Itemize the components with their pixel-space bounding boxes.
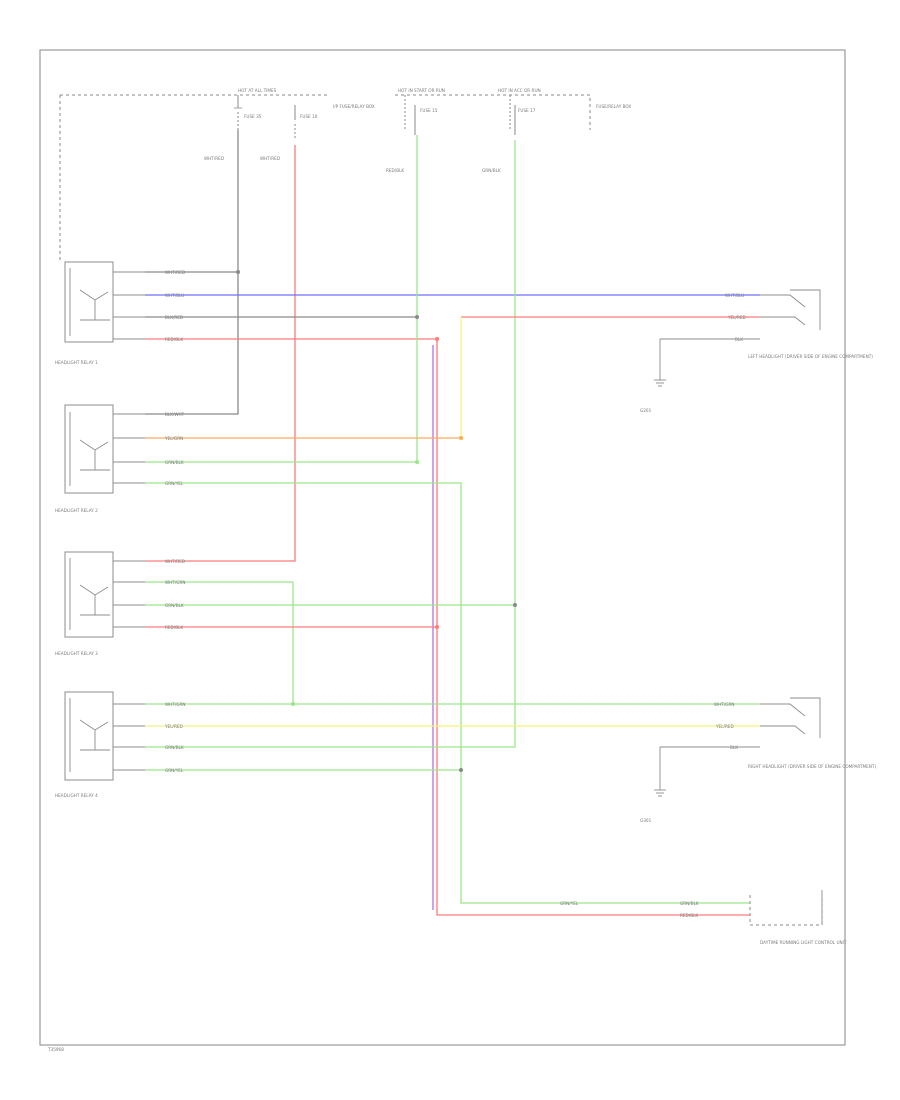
wire-label-drl-1: GRN/YEL — [560, 901, 579, 906]
fuse-label-15: FUSE 15 — [420, 108, 438, 113]
wire-label-drl-3: RED/BLK — [680, 913, 698, 918]
drl-control-unit-label: DAYTIME RUNNING LIGHT CONTROL UNIT — [760, 940, 847, 945]
headlight-relay-3 — [64, 551, 145, 638]
fuse-17-symbol — [509, 95, 516, 135]
wire-label-lh-1: WHT/BLU — [725, 293, 744, 298]
wire-label-r4-1: WHT/GRN — [165, 702, 186, 707]
wire-label-r2-3: GRN/BLK — [165, 460, 184, 465]
headlight-relay-4 — [64, 691, 145, 781]
wire-label-rh-3: BLK — [730, 745, 738, 750]
wire-label-r3-0: WHT/RED — [165, 559, 185, 564]
fuse-box-label-ip: I/P FUSE/RELAY BOX — [333, 104, 375, 109]
diagram-id: T35968 — [47, 1047, 64, 1052]
power-source-label-1: HOT AT ALL TIMES — [238, 88, 277, 93]
diagram-border — [39, 49, 846, 1046]
wire-label-r2-4: GRN/YEL — [165, 481, 184, 486]
wire-label-r3-2: GRN/BLK — [165, 603, 184, 608]
wire-label-top-4: GRN/BLK — [482, 168, 501, 173]
headlight-relay-1 — [64, 261, 145, 343]
wire-label-r2-2: YEL/GRN — [164, 436, 183, 441]
wire-label-r4-4: GRN/YEL — [165, 768, 184, 773]
wire-label-lh-3: BLK — [735, 337, 743, 342]
wire-label-r1-3: BLK/RED — [165, 315, 183, 320]
wire-label-r1-4: RED/BLK — [165, 337, 183, 342]
wire-label-r3-1: WHT/GRN — [165, 580, 186, 585]
ground-g301-label: G301 — [640, 818, 652, 823]
relay-3-label: HEADLIGHT RELAY 3 — [55, 651, 98, 656]
fuse-35-symbol — [234, 95, 242, 130]
fuse-label-35: FUSE 35 — [244, 114, 262, 119]
right-headlight-label: RIGHT HEADLIGHT (DRIVER SIDE OF ENGINE C… — [748, 764, 876, 769]
wire-label-rh-1: WHT/GRN — [714, 702, 735, 707]
right-headlight-symbol — [654, 697, 821, 797]
wire-label-r4-3: GRN/BLK — [165, 745, 184, 750]
left-headlight-symbol — [654, 289, 821, 387]
junction-dots — [236, 270, 517, 772]
wire-label-lh-2: YEL/RED — [727, 315, 746, 320]
fuse-label-10: FUSE 10 — [300, 114, 318, 119]
relay-2-label: HEADLIGHT RELAY 2 — [55, 508, 98, 513]
wire-label-rh-2: YEL/RED — [715, 724, 734, 729]
power-source-label-3: HOT IN ACC OR RUN — [498, 88, 541, 93]
headlight-relay-2 — [64, 404, 145, 494]
fuse-box-outline-top-right — [395, 94, 591, 130]
fuse-label-17: FUSE 17 — [518, 108, 536, 113]
relay-1-label: HEADLIGHT RELAY 1 — [55, 360, 98, 365]
wire-label-r3-3: RED/BLK — [165, 625, 183, 630]
drl-control-unit-symbol — [749, 890, 823, 926]
power-source-label-2: HOT IN START OR RUN — [398, 88, 445, 93]
ground-g201-label: G201 — [640, 408, 652, 413]
wire-label-top-3: RED/BLK — [386, 168, 404, 173]
wire-label-r1-2: WHT/BLU — [165, 293, 184, 298]
wire-red-fuse10 — [145, 145, 296, 562]
wire-gray-fuse35 — [145, 130, 239, 415]
wire-label-drl-2: GRN/BLK — [680, 901, 699, 906]
left-headlight-label: LEFT HEADLIGHT (DRIVER SIDE OF ENGINE CO… — [748, 354, 873, 359]
fuse-box-label-main: FUSE/RELAY BOX — [596, 104, 631, 109]
wire-green-r2-bot — [145, 482, 750, 904]
wire-green-r3-1 — [145, 581, 294, 704]
wire-green-fuse15 — [145, 135, 418, 463]
wire-label-r4-2: YEL/RED — [164, 724, 183, 729]
fuse-15-symbol — [404, 95, 416, 135]
wire-label-r1-1: WHT/RED — [165, 270, 185, 275]
relay-4-label: HEADLIGHT RELAY 4 — [55, 793, 98, 798]
wire-label-top-2: WHT/RED — [260, 156, 280, 161]
wire-green-fuse17 — [145, 140, 516, 748]
wire-label-top-1: WHT/RED — [204, 156, 224, 161]
wire-label-r2-1: BLK/WHT — [165, 412, 185, 417]
